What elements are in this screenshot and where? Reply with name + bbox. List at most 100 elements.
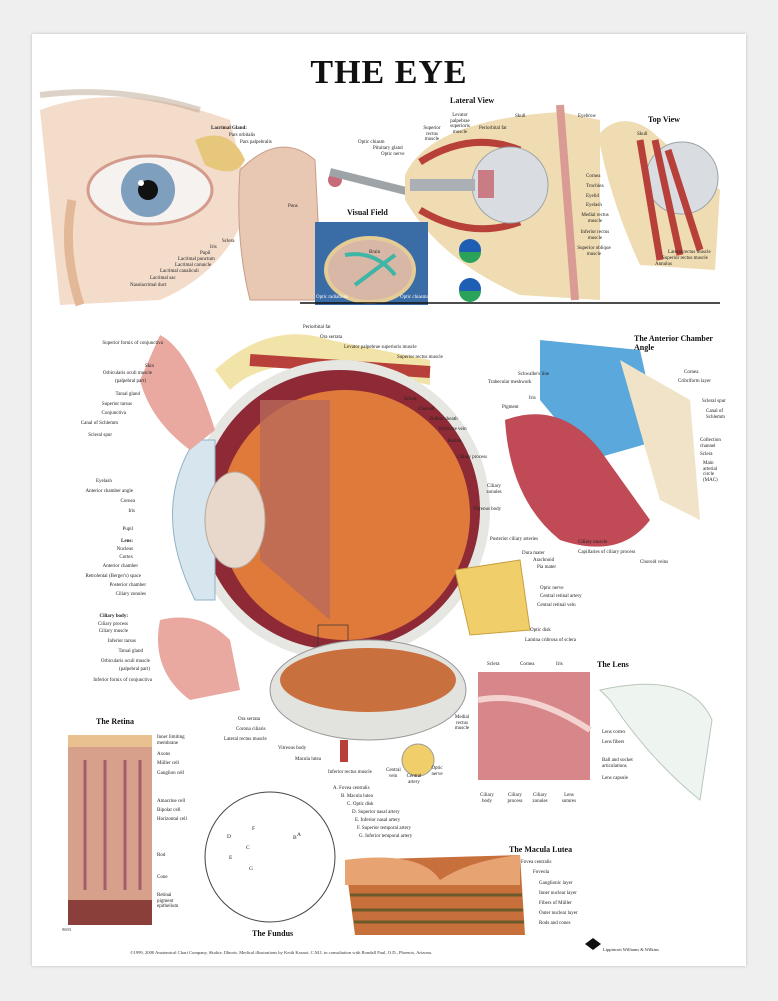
- label: Inner limiting membrane: [157, 735, 185, 746]
- label: Schwalbe's line: [518, 372, 550, 377]
- label: Cortex: [119, 555, 133, 560]
- fundus-letter: C: [246, 845, 250, 851]
- label: Ciliary process: [97, 622, 128, 627]
- label: Lacrimal canaliculi: [160, 269, 199, 274]
- fundus-letter: E: [229, 855, 233, 861]
- label: Levator palpebrae superioris muscle: [450, 113, 470, 135]
- fundus-legend-item: C. Optic disk: [347, 802, 374, 807]
- label: Sclera: [700, 452, 713, 457]
- label: Optic chiasma: [400, 295, 429, 300]
- label: Cornea: [120, 499, 135, 504]
- fundus-legend-item: G. Inferior temporal artery: [359, 834, 413, 839]
- label: Lamina cribrosa of sclera: [525, 638, 576, 643]
- label: Choroid: [418, 407, 435, 412]
- label: (palpebral part): [119, 667, 150, 672]
- label: Choroid veins: [640, 560, 669, 565]
- label: Bulbar sheath: [430, 417, 458, 422]
- label: Optic radiations: [316, 295, 349, 300]
- label: Iris: [556, 662, 563, 667]
- label: Lens cortex: [602, 730, 626, 735]
- anterior-chamber-angle-illustration: [505, 340, 700, 547]
- retina-illustration: [68, 735, 152, 925]
- label: Amacrine cell: [157, 799, 186, 804]
- label: Pupil: [200, 251, 211, 256]
- label: Ciliary process: [457, 455, 488, 460]
- label: Cornea: [684, 370, 699, 375]
- label: Sclera: [487, 662, 500, 667]
- section-title: Top View: [648, 115, 680, 124]
- publisher-logo: [585, 938, 601, 950]
- pons-illustration: [238, 146, 411, 301]
- label: Posterior ciliary arteries: [490, 537, 539, 542]
- fundus-letter: G: [249, 866, 253, 872]
- label: Medial rectus muscle: [454, 715, 470, 731]
- label: Canal of Schlemm: [80, 421, 118, 426]
- label: Lens:: [121, 539, 133, 544]
- label: Pigment: [502, 405, 519, 410]
- label: Lateral rectus muscle: [668, 250, 711, 255]
- label: Ciliary zonules: [115, 592, 146, 597]
- label: Lens sutures: [561, 793, 577, 804]
- label: Tarsal gland: [118, 649, 143, 654]
- label: Cornea: [586, 174, 601, 179]
- label: Ciliary body: [480, 793, 494, 804]
- label: Superior fornix of conjunctiva: [102, 341, 163, 346]
- fundus-letter: B: [293, 835, 297, 841]
- fundus-legend-item: E. Inferior nasal artery: [355, 818, 401, 823]
- label: Lateral rectus muscle: [224, 737, 267, 742]
- top-view-illustration: [598, 121, 720, 270]
- chart-code: 9693: [62, 927, 71, 932]
- label: Skull: [515, 114, 526, 119]
- label: Eyebrow: [578, 114, 597, 119]
- section-title: Visual Field: [347, 208, 388, 217]
- label: Main arterial circle (MAC): [703, 461, 718, 483]
- section-title: The Lens: [597, 660, 629, 669]
- label: Inner nuclear layer: [539, 891, 577, 896]
- label: Rod: [157, 853, 166, 858]
- label: Superior rectus muscle: [397, 355, 443, 360]
- fundus-legend-item: B. Macula lutea: [341, 794, 373, 799]
- label: Sclera: [222, 239, 235, 244]
- label: Central retinal artery: [540, 594, 582, 599]
- label: Pars orbitalis: [229, 133, 256, 138]
- label: Lacrimal punctum: [178, 257, 215, 262]
- label: Lens fibers: [602, 740, 625, 745]
- label: Inferior rectus muscle: [328, 770, 372, 775]
- label: Iris: [210, 245, 217, 250]
- fundus-letter: A: [297, 832, 301, 838]
- label: Lens capsule: [602, 776, 628, 781]
- label: Macula lutea: [295, 757, 321, 762]
- label: Inferior rectus muscle: [580, 230, 610, 241]
- label: Ciliary body:: [99, 614, 128, 619]
- section-title: Lateral View: [450, 96, 495, 105]
- label: Nasolacrimal duct: [130, 283, 167, 288]
- fundus-legend-item: A. Fovea centralis: [333, 786, 370, 791]
- label: Bipolar cell: [157, 808, 181, 813]
- label: Skin: [144, 364, 154, 369]
- label: Retinal pigment epithelium: [157, 893, 179, 909]
- section-title: The Macula Lutea: [509, 845, 573, 854]
- label: Horizontal cell: [157, 817, 187, 822]
- label: Scleral spur: [702, 399, 726, 404]
- label: Anterior chamber angle: [85, 489, 133, 494]
- label: Ball and socket articulations: [602, 758, 633, 769]
- label: Central retinal vein: [537, 603, 576, 608]
- section-title: The Fundus: [252, 929, 294, 938]
- label: Posterior chamber: [109, 583, 146, 588]
- label: Eyelash: [586, 203, 602, 208]
- fundus-letter: F: [252, 826, 256, 832]
- label: Trabecular meshwork: [488, 380, 532, 385]
- label: Foveola: [533, 870, 550, 875]
- label: Optic nerve: [540, 586, 564, 591]
- label: Cornea: [520, 662, 535, 667]
- macula-lutea-illustration: [345, 855, 525, 935]
- label: Ciliary zonules: [532, 793, 548, 804]
- fundus-legend-item: D. Superior nasal artery: [352, 810, 400, 815]
- label: Müller cell: [157, 761, 180, 766]
- label: Brain: [369, 250, 381, 255]
- label: Vitreous body: [278, 746, 307, 751]
- label: Ora serrata: [320, 335, 343, 340]
- label: Pars palpebralis: [240, 140, 272, 145]
- label: Inferior tarsus: [107, 639, 136, 644]
